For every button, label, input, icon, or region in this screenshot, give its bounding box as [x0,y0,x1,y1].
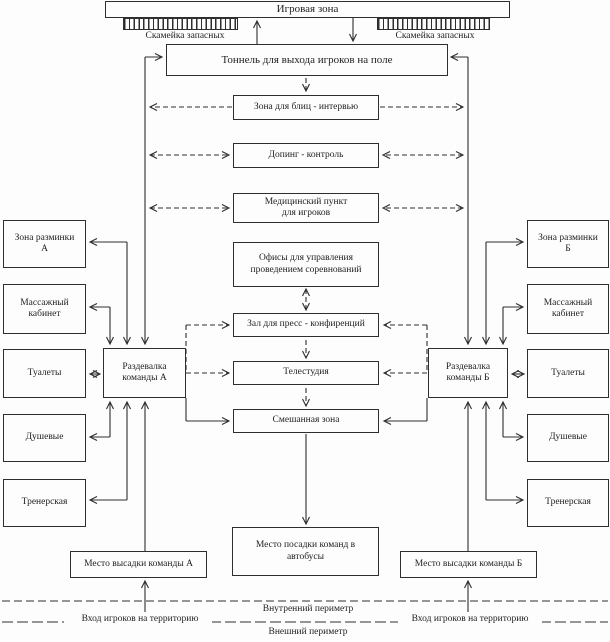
box-showers-left: Душевые [3,414,86,462]
box-offices: Офисы для управления проведением соревно… [233,242,379,287]
box-mixed-zone: Смешанная зона [233,409,379,433]
box-bus-boarding: Место посадки команд в автобусы [232,527,379,576]
bench-hatch-left [123,18,238,30]
interchange-arrows-dashed [148,78,465,212]
box-toilets-right: Туалеты [527,349,609,398]
inner-perimeter-label: Внутренний периметр [225,604,391,615]
box-massage-right: Массажный кабинет [527,284,609,334]
box-coach-right: Тренерская [527,479,609,527]
box-coach-left: Тренерская [3,479,86,527]
box-dressing-b: Раздевалка команды Б [428,348,508,398]
perimeter-lines [2,600,608,623]
box-showers-right: Душевые [527,414,609,462]
bench-label-right: Скамейка запасных [378,31,492,42]
box-doping-control: Допинг - контроль [233,143,379,168]
field-tunnel-arrows [141,18,472,346]
box-warmup-a: Зона разминки А [3,220,86,268]
entrance-label-left: Вход игроков на территорию [68,614,212,625]
box-medical-point: Медицинский пункт для игроков [233,193,379,223]
box-press-hall: Зал для пресс - конфиренций [233,313,379,337]
entrance-label-right: Вход игроков на территорию [398,614,542,625]
box-game-zone: Игровая зона [105,1,510,18]
box-toilets-left: Туалеты [3,349,86,398]
box-warmup-b: Зона разминки Б [527,220,609,268]
box-dropoff-a: Место высадки команды А [70,551,207,578]
press-block-connectors [185,287,428,526]
bench-hatch-right [377,18,490,30]
box-dropoff-b: Место высадки команды Б [400,551,537,578]
box-dressing-a: Раздевалка команды А [103,348,186,398]
team-b-room-connectors [464,238,526,612]
team-a-room-connectors [88,238,149,612]
box-blitz-interview: Зона для блиц - интервью [233,95,379,120]
box-massage-left: Массажный кабинет [3,284,86,334]
box-tunnel: Тоннель для выхода игроков на поле [166,44,448,76]
outer-perimeter-label: Внешний периметр [235,627,381,638]
box-tv-studio: Телестудия [233,361,379,385]
bench-label-left: Скамейка запасных [128,31,242,42]
